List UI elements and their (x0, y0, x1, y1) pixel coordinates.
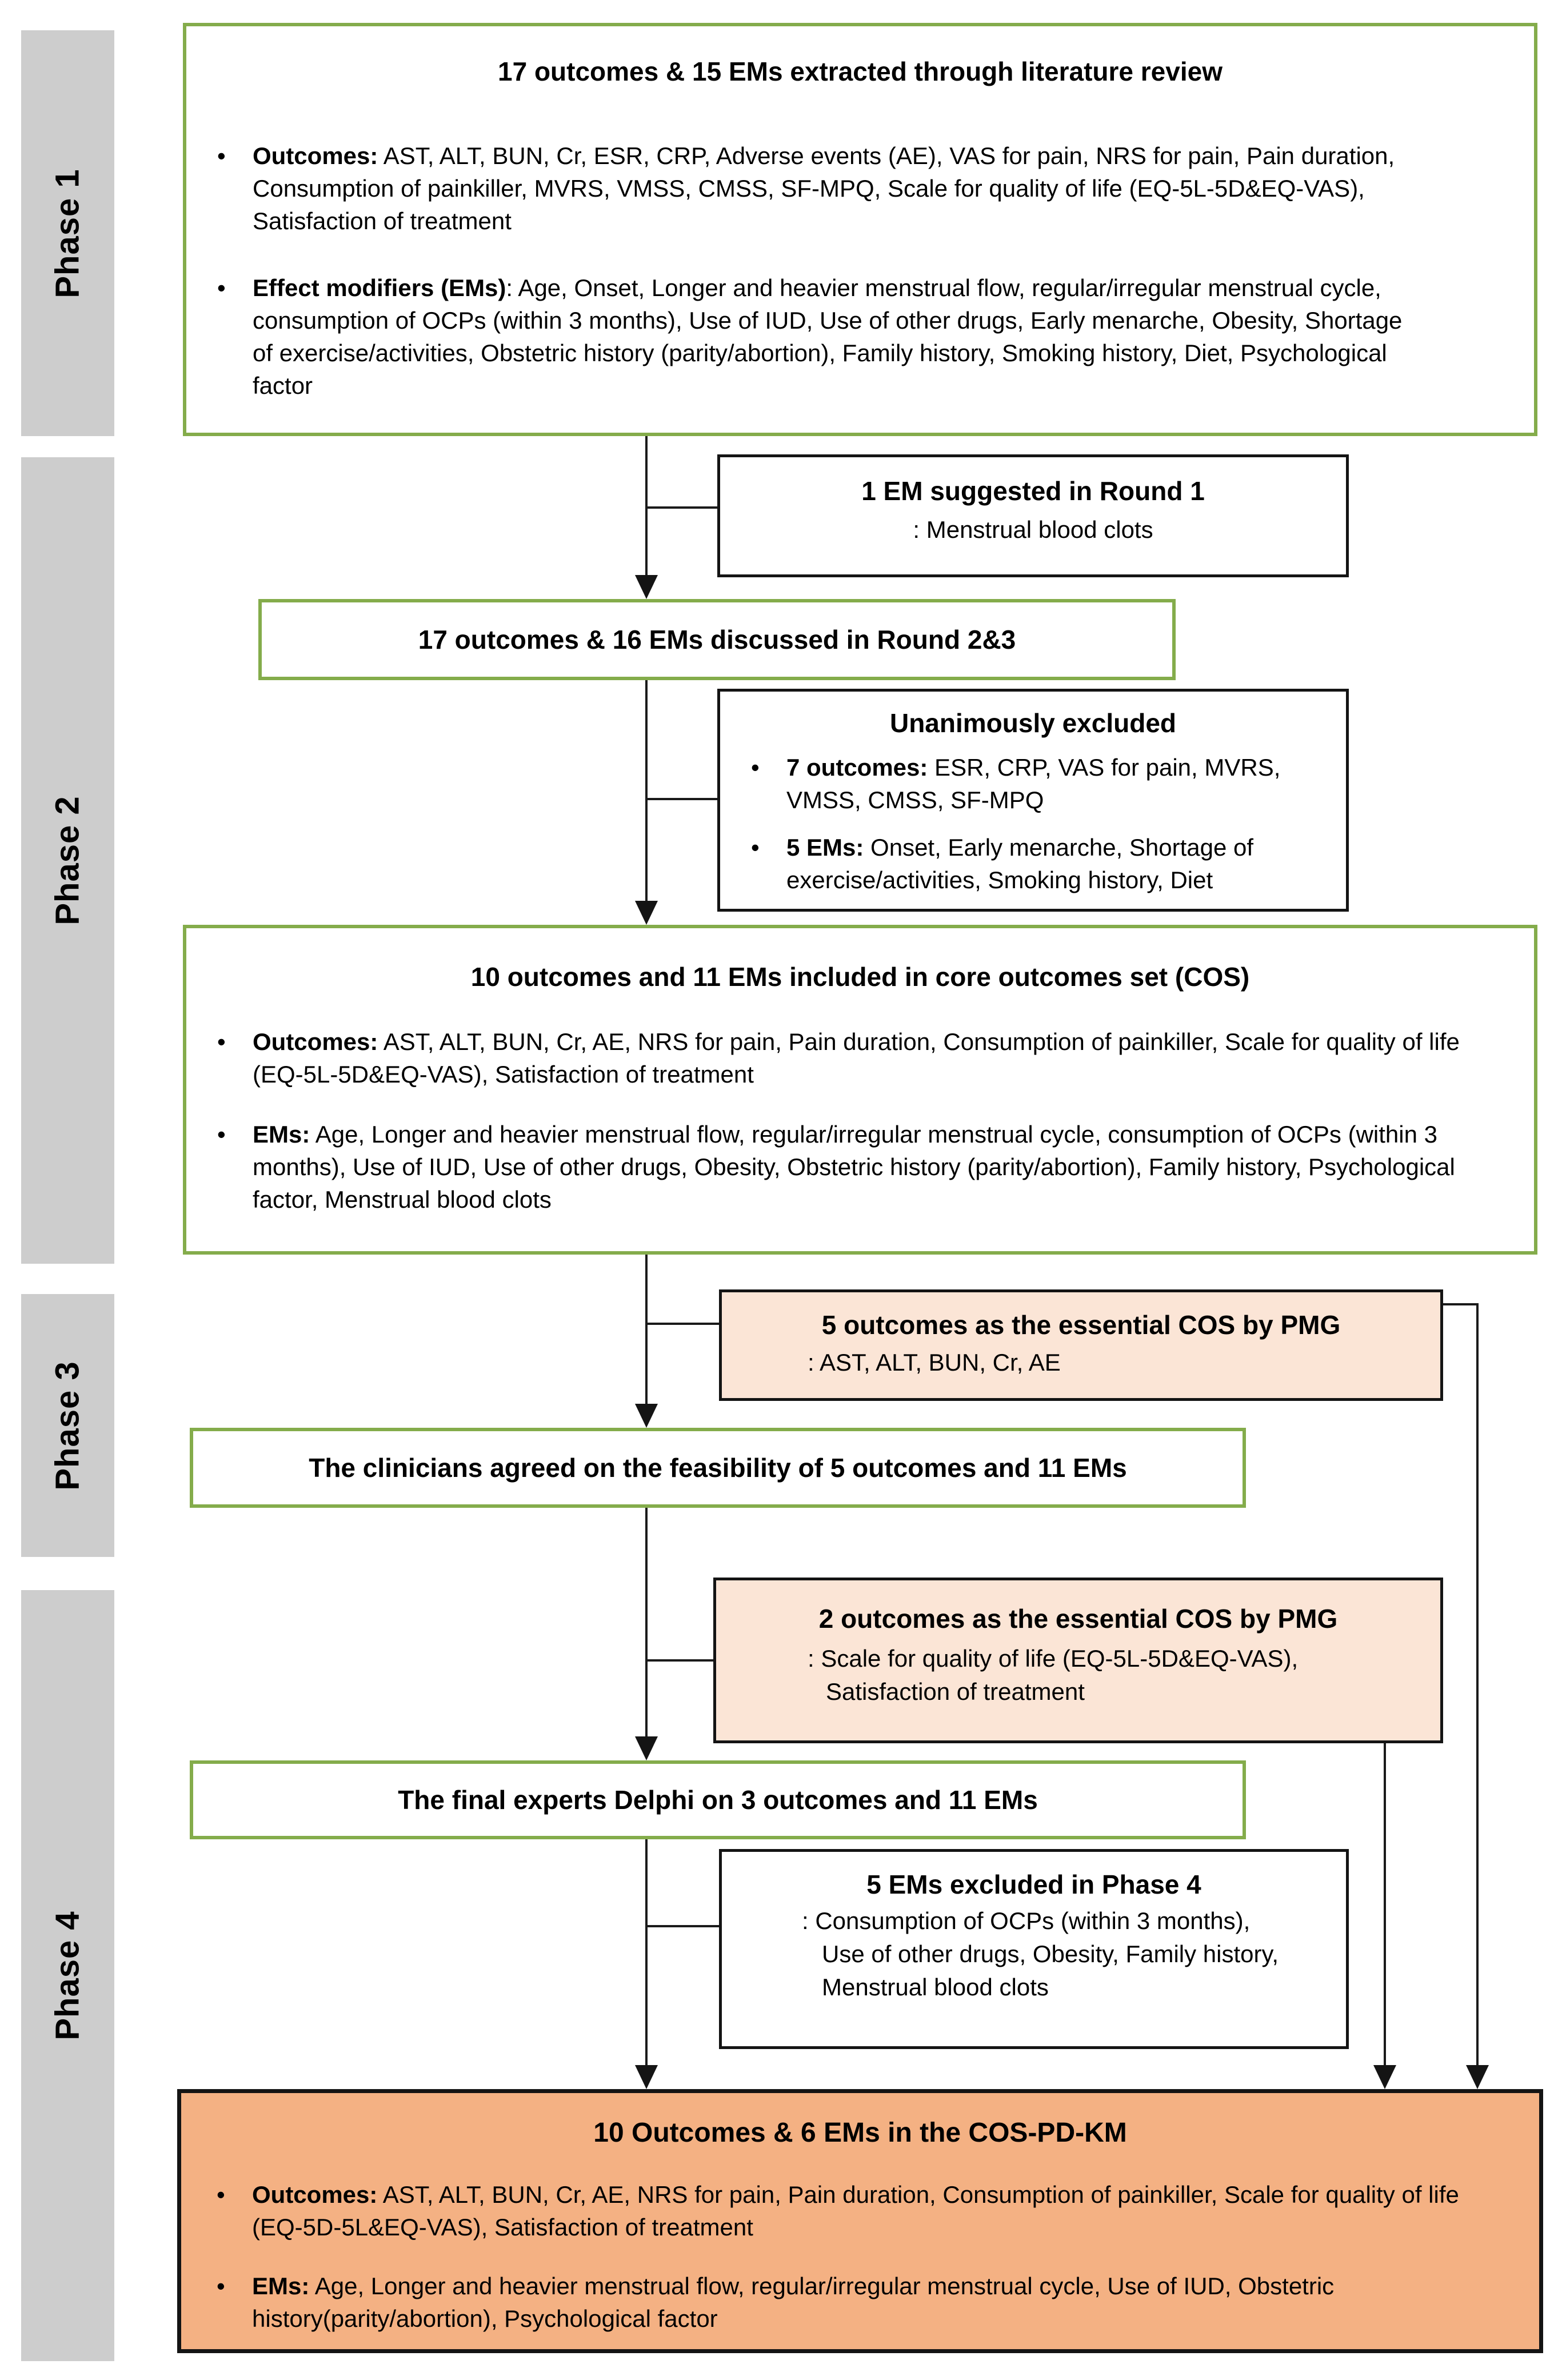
bullet-icon (743, 751, 786, 784)
pmg5-box: 5 outcomes as the essential COS by PMG :… (719, 1289, 1443, 1401)
final-ems-value: Age, Longer and heavier menstrual flow, … (252, 2273, 1335, 2332)
final-ems-bullet: EMs: Age, Longer and heavier menstrual f… (209, 2270, 1499, 2335)
round23-box: 17 outcomes & 16 EMs discussed in Round … (258, 599, 1176, 680)
phase-2-label: Phase 2 (49, 796, 87, 925)
excluded-outcomes-bullet: 7 outcomes: ESR, CRP, VAS for pain, MVRS… (743, 751, 1323, 816)
excluded-outcomes-label: 7 outcomes: (786, 754, 928, 781)
delphi-title: The final experts Delphi on 3 outcomes a… (398, 1785, 1038, 1815)
cos-outcomes-bullet: Outcomes: AST, ALT, BUN, Cr, AE, NRS for… (209, 1025, 1494, 1091)
cos-box: 10 outcomes and 11 EMs included in core … (183, 925, 1537, 1255)
excluded-title: Unanimously excluded (889, 708, 1176, 738)
connector-line (645, 1839, 648, 2067)
round1-content: : Menstrual blood clots (913, 516, 1153, 543)
arrow-down-icon (635, 2065, 658, 2089)
final-box: 10 Outcomes & 6 EMs in the COS-PD-KM Out… (177, 2089, 1543, 2353)
excluded-outcomes-value: ESR, CRP, VAS for pain, MVRS, VMSS, CMSS… (786, 754, 1281, 813)
phase-2-bar: Phase 2 (21, 457, 114, 1264)
final-outcomes-text: Outcomes: AST, ALT, BUN, Cr, AE, NRS for… (252, 2178, 1499, 2243)
connector-line (645, 1508, 648, 1739)
phase-3-label: Phase 3 (49, 1360, 87, 1491)
final-outcomes-label: Outcomes: (252, 2181, 378, 2208)
arrow-down-icon (635, 575, 658, 599)
phase-4-label: Phase 4 (49, 1911, 87, 2040)
excluded4-content: : Consumption of OCPs (within 3 months),… (802, 1907, 1279, 2000)
literature-ems-text: Effect modifiers (EMs): Age, Onset, Long… (253, 271, 1420, 402)
cos-ems-value: Age, Longer and heavier menstrual flow, … (253, 1121, 1455, 1213)
bullet-icon (209, 2178, 252, 2211)
excluded4-title: 5 EMs excluded in Phase 4 (866, 1870, 1201, 1899)
connector-line (1384, 1743, 1386, 2067)
literature-outcomes-text: Outcomes: AST, ALT, BUN, Cr, ESR, CRP, A… (253, 139, 1420, 237)
cos-outcomes-text: Outcomes: AST, ALT, BUN, Cr, AE, NRS for… (253, 1025, 1494, 1091)
connector-line (645, 506, 717, 509)
arrow-down-icon (635, 1404, 658, 1428)
final-ems-text: EMs: Age, Longer and heavier menstrual f… (252, 2270, 1499, 2335)
pmg5-title: 5 outcomes as the essential COS by PMG (821, 1310, 1341, 1340)
arrow-down-icon (1466, 2065, 1489, 2089)
delphi-box: The final experts Delphi on 3 outcomes a… (190, 1760, 1246, 1839)
phase-4-bar: Phase 4 (21, 1590, 114, 2361)
outcomes-value: AST, ALT, BUN, Cr, ESR, CRP, Adverse eve… (253, 142, 1395, 234)
cos-title: 10 outcomes and 11 EMs included in core … (470, 962, 1250, 992)
final-outcomes-value: AST, ALT, BUN, Cr, AE, NRS for pain, Pai… (252, 2181, 1459, 2241)
arrow-down-icon (635, 901, 658, 925)
bullet-icon (209, 139, 253, 172)
connector-line (645, 1925, 719, 1927)
bullet-icon (209, 2270, 252, 2302)
literature-ems-bullet: Effect modifiers (EMs): Age, Onset, Long… (209, 271, 1420, 402)
phase-1-label: Phase 1 (49, 168, 87, 298)
connector-line (1443, 1303, 1479, 1305)
phase-1-bar: Phase 1 (21, 30, 114, 436)
bullet-icon (743, 831, 786, 864)
final-title: 10 Outcomes & 6 EMs in the COS-PD-KM (593, 2118, 1127, 2148)
round23-title: 17 outcomes & 16 EMs discussed in Round … (418, 625, 1016, 654)
pmg2-content: : Scale for quality of life (EQ-5L-5D&EQ… (808, 1645, 1299, 1705)
pmg2-title: 2 outcomes as the essential COS by PMG (818, 1604, 1338, 1634)
excluded-outcomes-text: 7 outcomes: ESR, CRP, VAS for pain, MVRS… (786, 751, 1323, 816)
phase-3-bar: Phase 3 (21, 1294, 114, 1557)
connector-line (645, 1659, 713, 1662)
connector-line (1476, 1303, 1479, 2067)
final-outcomes-bullet: Outcomes: AST, ALT, BUN, Cr, AE, NRS for… (209, 2178, 1499, 2243)
excluded4-box: 5 EMs excluded in Phase 4 : Consumption … (719, 1849, 1349, 2049)
clinicians-title: The clinicians agreed on the feasibility… (309, 1453, 1127, 1483)
final-ems-label: EMs: (252, 2273, 310, 2299)
literature-review-box: 17 outcomes & 15 EMs extracted through l… (183, 23, 1537, 436)
cos-ems-text: EMs: Age, Longer and heavier menstrual f… (253, 1118, 1494, 1216)
round1-box: 1 EM suggested in Round 1 : Menstrual bl… (717, 454, 1349, 577)
literature-outcomes-bullet: Outcomes: AST, ALT, BUN, Cr, ESR, CRP, A… (209, 139, 1420, 237)
cos-outcomes-value: AST, ALT, BUN, Cr, AE, NRS for pain, Pai… (253, 1028, 1460, 1088)
arrow-down-icon (635, 1736, 658, 1760)
excluded-ems-label: 5 EMs: (786, 834, 864, 861)
pmg5-content: : AST, ALT, BUN, Cr, AE (808, 1349, 1061, 1376)
connector-line (645, 798, 717, 800)
round1-title: 1 EM suggested in Round 1 (861, 476, 1205, 506)
bullet-icon (209, 1118, 253, 1151)
literature-review-title: 17 outcomes & 15 EMs extracted through l… (498, 57, 1223, 86)
excluded-box: Unanimously excluded 7 outcomes: ESR, CR… (717, 689, 1349, 912)
bullet-icon (209, 271, 253, 304)
outcomes-label: Outcomes: (253, 142, 378, 169)
arrow-down-icon (1373, 2065, 1396, 2089)
excluded-ems-value: Onset, Early menarche, Shortage of exerc… (786, 834, 1254, 893)
bullet-icon (209, 1025, 253, 1058)
connector-line (645, 1323, 719, 1325)
pmg2-box: 2 outcomes as the essential COS by PMG :… (713, 1578, 1443, 1743)
excluded-ems-bullet: 5 EMs: Onset, Early menarche, Shortage o… (743, 831, 1323, 896)
connector-line (645, 1255, 648, 1406)
connector-line (645, 680, 648, 903)
ems-value: : Age, Onset, Longer and heavier menstru… (253, 274, 1403, 399)
excluded-ems-text: 5 EMs: Onset, Early menarche, Shortage o… (786, 831, 1323, 896)
clinicians-box: The clinicians agreed on the feasibility… (190, 1428, 1246, 1508)
ems-label: Effect modifiers (EMs) (253, 274, 506, 301)
cos-ems-label: EMs: (253, 1121, 310, 1148)
cos-ems-bullet: EMs: Age, Longer and heavier menstrual f… (209, 1118, 1494, 1216)
cos-outcomes-label: Outcomes: (253, 1028, 378, 1055)
